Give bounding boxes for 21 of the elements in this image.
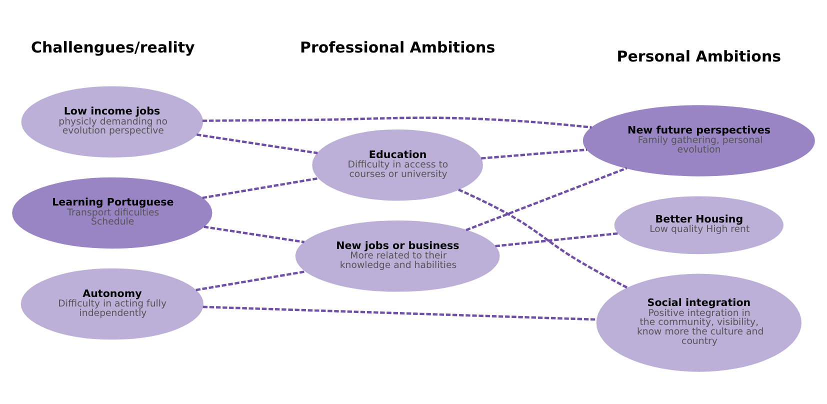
node-ellipse: Learning Portuguese Transport dificulties Schedule — [12, 177, 212, 249]
connector — [196, 270, 306, 292]
node-ellipse: Social integration Positive integration in the community, visibility, know more the culture and country — [596, 274, 802, 372]
connector — [196, 133, 318, 154]
node-ellipse: New jobs or business More related to their knowledge and habilities — [295, 220, 500, 292]
label: Personal Ambitions — [616, 48, 782, 66]
node-ellipse: Autonomy Difficulty in acting fully independently — [20, 268, 204, 340]
connector — [202, 306, 597, 321]
connector — [495, 232, 618, 248]
connector — [466, 167, 628, 232]
connector — [204, 226, 304, 244]
connector — [458, 188, 628, 289]
connector — [202, 177, 319, 200]
connector — [202, 116, 592, 129]
node-ellipse: Education Difficulty in access to courses or university — [312, 129, 483, 201]
label: Challengues/reality — [30, 38, 195, 56]
label: Professional Ambitions — [300, 38, 496, 56]
node-ellipse: Better Housing Low quality High rent — [614, 196, 784, 254]
connector — [481, 148, 588, 160]
node-ellipse: New future perspectives Family gathering, personal evolution — [582, 105, 815, 176]
node-ellipse: Low income jobs physicly demanding no evolution perspective — [21, 86, 204, 158]
